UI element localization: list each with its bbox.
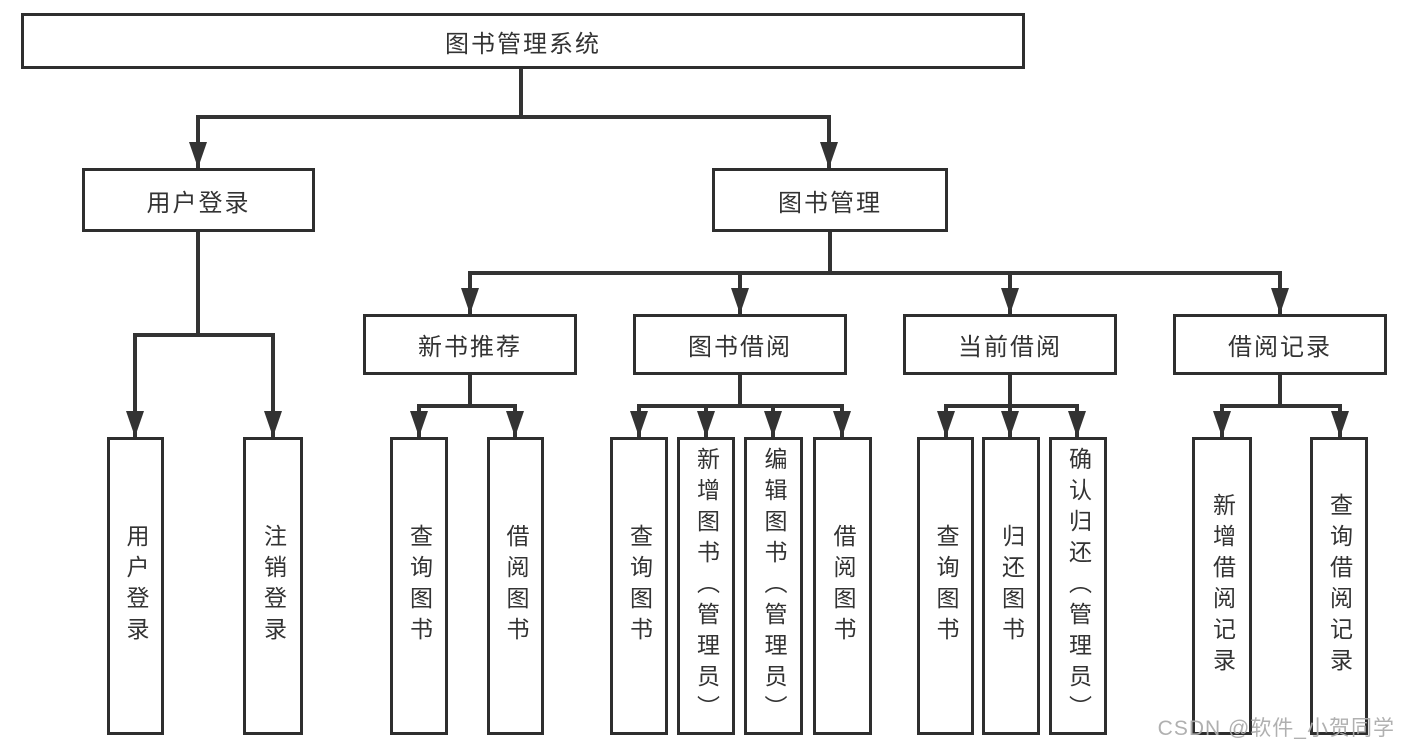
node-book-management-group-label: 图书管理 bbox=[778, 189, 882, 217]
csdn-watermark: CSDN @软件_小贺同学 bbox=[1157, 717, 1395, 740]
leaf-borrow-books-label: 借阅图书 bbox=[503, 524, 529, 648]
leaf-user-login-label: 用户登录 bbox=[123, 524, 149, 648]
leaf-add-book-admin-label: 新增图书（管理员） bbox=[693, 446, 720, 726]
leaf-confirm-return-admin: 确认归还（管理员） bbox=[1049, 437, 1107, 735]
leaf-return-book-label: 归还图书 bbox=[998, 524, 1025, 648]
leaf-query-books: 查询图书 bbox=[917, 437, 974, 735]
node-borrowing-records-label: 借阅记录 bbox=[1228, 334, 1332, 361]
leaf-query-books-label: 查询图书 bbox=[933, 524, 959, 648]
leaf-query-books-label: 查询图书 bbox=[626, 524, 653, 648]
leaf-borrow-books: 借阅图书 bbox=[813, 437, 872, 735]
leaf-confirm-return-admin-label: 确认归还（管理员） bbox=[1065, 446, 1092, 726]
node-borrowing-records: 借阅记录 bbox=[1173, 314, 1387, 375]
leaf-borrow-books: 借阅图书 bbox=[487, 437, 544, 735]
leaf-edit-book-admin-label: 编辑图书（管理员） bbox=[761, 446, 787, 726]
leaf-edit-book-admin: 编辑图书（管理员） bbox=[744, 437, 803, 735]
leaf-add-borrow-record: 新增借阅记录 bbox=[1192, 437, 1252, 735]
node-new-book-recommend: 新书推荐 bbox=[363, 314, 577, 375]
leaf-logout-label: 注销登录 bbox=[260, 524, 287, 648]
node-root-system: 图书管理系统 bbox=[21, 13, 1025, 69]
node-new-book-recommend-label: 新书推荐 bbox=[418, 334, 522, 361]
node-book-borrowing-label: 图书借阅 bbox=[688, 334, 792, 361]
tree-edges bbox=[126, 67, 1349, 439]
node-user-login-group-label: 用户登录 bbox=[146, 189, 251, 217]
node-book-management-group: 图书管理 bbox=[712, 168, 948, 232]
leaf-logout: 注销登录 bbox=[243, 437, 303, 735]
leaf-return-book: 归还图书 bbox=[982, 437, 1040, 735]
leaf-query-books: 查询图书 bbox=[610, 437, 668, 735]
leaf-add-book-admin: 新增图书（管理员） bbox=[677, 437, 735, 735]
leaf-user-login: 用户登录 bbox=[107, 437, 164, 735]
leaf-query-books: 查询图书 bbox=[390, 437, 448, 735]
leaf-query-books-label: 查询图书 bbox=[406, 524, 433, 648]
leaf-add-borrow-record-label: 新增借阅记录 bbox=[1209, 493, 1236, 679]
leaf-borrow-books-label: 借阅图书 bbox=[830, 524, 856, 648]
leaf-query-borrow-record-label: 查询借阅记录 bbox=[1326, 493, 1353, 679]
node-current-borrowing-label: 当前借阅 bbox=[958, 334, 1062, 361]
leaf-query-borrow-record: 查询借阅记录 bbox=[1310, 437, 1368, 735]
node-root-label: 图书管理系统 bbox=[445, 30, 601, 58]
node-user-login-group: 用户登录 bbox=[82, 168, 315, 232]
node-book-borrowing: 图书借阅 bbox=[633, 314, 847, 375]
node-current-borrowing: 当前借阅 bbox=[903, 314, 1117, 375]
